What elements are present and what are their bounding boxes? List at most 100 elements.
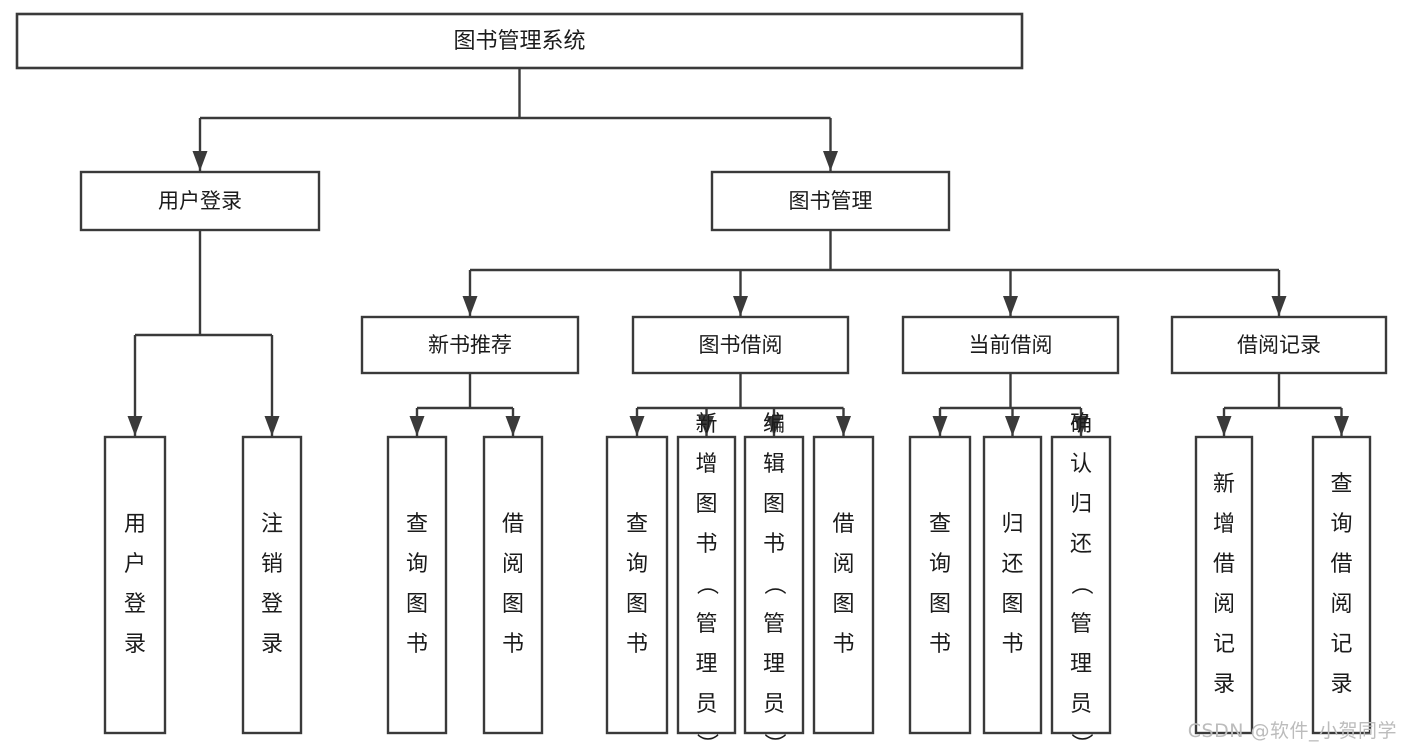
svg-text:图: 图 — [626, 592, 648, 617]
node-box-book-manage[interactable] — [710, 170, 951, 232]
svg-text:记: 记 — [1330, 632, 1352, 657]
svg-text:图: 图 — [406, 592, 428, 617]
svg-text:注: 注 — [261, 512, 283, 537]
node-box-user-login[interactable] — [79, 170, 321, 232]
svg-text:理: 理 — [695, 652, 717, 677]
svg-text:管: 管 — [763, 612, 785, 637]
svg-text:录: 录 — [1330, 672, 1352, 697]
arrow-head-icon — [699, 416, 714, 436]
svg-text:增: 增 — [1213, 512, 1235, 537]
arrow-head-icon — [1003, 296, 1018, 316]
node-box-leaf-return-book[interactable] — [982, 435, 1043, 735]
svg-text:归: 归 — [1070, 492, 1092, 517]
svg-text:增: 增 — [695, 452, 717, 477]
svg-text:）: ） — [694, 733, 719, 747]
arrow-head-icon — [462, 296, 478, 316]
svg-text:辑: 辑 — [763, 452, 785, 477]
node-label-new-book-recommend: 新书推荐 — [428, 333, 512, 357]
svg-text:员: 员 — [763, 692, 785, 717]
svg-text:新: 新 — [1213, 472, 1235, 497]
svg-text:记: 记 — [1213, 632, 1235, 657]
node-box-book-borrow[interactable] — [631, 315, 850, 375]
arrow-head-icon — [1334, 416, 1349, 436]
node-box-leaf-user-logout[interactable] — [241, 435, 303, 735]
node-label-current-borrow: 当前借阅 — [969, 333, 1053, 357]
svg-text:书: 书 — [626, 632, 648, 657]
svg-text:书: 书 — [695, 532, 717, 557]
svg-text:阅: 阅 — [502, 552, 524, 577]
node-box-leaf-confirm-return-admin[interactable] — [1050, 435, 1112, 735]
svg-text:录: 录 — [261, 632, 283, 657]
arrow-head-icon — [1271, 296, 1287, 316]
svg-text:录: 录 — [124, 632, 146, 657]
svg-text:认: 认 — [1070, 452, 1092, 477]
arrow-head-icon — [629, 416, 645, 436]
svg-text:书: 书 — [832, 632, 854, 657]
node-box-new-book-recommend[interactable] — [360, 315, 580, 375]
svg-text:图: 图 — [695, 492, 717, 517]
node-box-borrow-record[interactable] — [1170, 315, 1388, 375]
svg-text:书: 书 — [406, 632, 428, 657]
arrow-head-icon — [264, 416, 280, 436]
arrow-head-icon — [1073, 416, 1089, 436]
svg-text:书: 书 — [502, 632, 524, 657]
connector-layer — [127, 68, 1349, 436]
svg-text:阅: 阅 — [832, 552, 854, 577]
node-box-leaf-borrow-book-brw[interactable] — [812, 435, 875, 735]
svg-text:阅: 阅 — [1330, 592, 1352, 617]
svg-text:管: 管 — [1070, 612, 1092, 637]
svg-text:图: 图 — [1001, 592, 1023, 617]
svg-text:编: 编 — [763, 412, 785, 437]
node-label-root: 图书管理系统 — [453, 29, 585, 54]
node-layer: 图书管理系统用户登录图书管理新书推荐图书借阅当前借阅借阅记录用户登录注销登录查询… — [15, 12, 1388, 747]
svg-text:图: 图 — [502, 592, 524, 617]
svg-text:询: 询 — [406, 552, 428, 577]
svg-text:书: 书 — [763, 532, 785, 557]
svg-text:户: 户 — [124, 552, 146, 577]
node-box-current-borrow[interactable] — [901, 315, 1120, 375]
svg-text:询: 询 — [929, 552, 951, 577]
node-box-root[interactable] — [15, 12, 1024, 70]
svg-text:书: 书 — [1001, 632, 1023, 657]
arrow-head-icon — [505, 416, 521, 436]
node-box-leaf-user-login[interactable] — [103, 435, 167, 735]
arrow-head-icon — [733, 296, 748, 316]
node-box-leaf-add-borrow-record[interactable] — [1194, 435, 1254, 735]
svg-text:书: 书 — [929, 632, 951, 657]
svg-text:确: 确 — [1070, 412, 1092, 437]
svg-text:新: 新 — [695, 412, 717, 437]
svg-text:用: 用 — [124, 512, 146, 537]
node-box-leaf-query-book-brw[interactable] — [605, 435, 669, 735]
svg-text:询: 询 — [626, 552, 648, 577]
node-box-leaf-query-borrow-record[interactable] — [1311, 435, 1372, 735]
node-label-book-manage: 图书管理 — [789, 189, 873, 213]
node-box-leaf-query-book-rec[interactable] — [386, 435, 448, 735]
svg-text:员: 员 — [1070, 692, 1092, 717]
arrow-head-icon — [1005, 416, 1020, 436]
node-box-leaf-add-book-admin[interactable] — [676, 435, 737, 735]
arrow-head-icon — [836, 416, 851, 436]
node-label-book-borrow: 图书借阅 — [699, 333, 783, 357]
node-box-leaf-borrow-book-rec[interactable] — [482, 435, 544, 735]
svg-text:图: 图 — [763, 492, 785, 517]
svg-text:）: ） — [761, 733, 786, 747]
svg-text:登: 登 — [261, 592, 283, 617]
svg-text:查: 查 — [626, 512, 648, 537]
svg-text:借: 借 — [832, 512, 854, 537]
node-box-leaf-query-book-cur[interactable] — [908, 435, 972, 735]
svg-text:图: 图 — [832, 592, 854, 617]
svg-text:录: 录 — [1213, 672, 1235, 697]
node-box-leaf-edit-book-admin[interactable] — [743, 435, 805, 735]
node-label-borrow-record: 借阅记录 — [1237, 333, 1321, 357]
svg-text:还: 还 — [1070, 532, 1092, 557]
arrow-head-icon — [192, 151, 208, 171]
